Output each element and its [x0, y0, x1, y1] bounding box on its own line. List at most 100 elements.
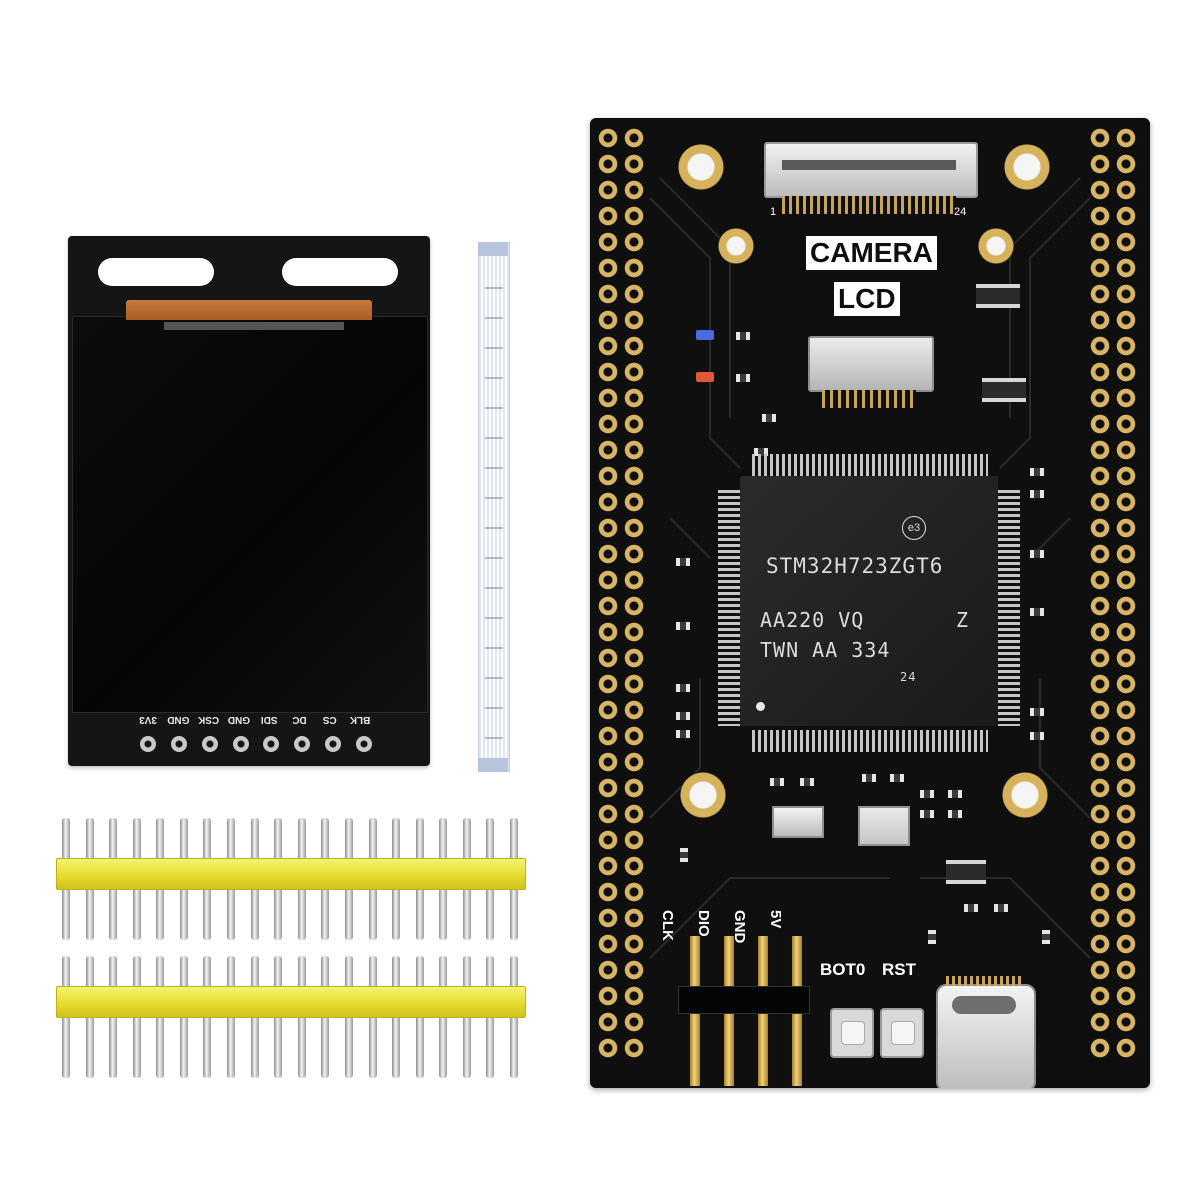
gpio-pad: [598, 128, 618, 148]
gpio-pad: [1090, 466, 1110, 486]
gpio-pad: [1090, 544, 1110, 564]
smd-capacitor: [1030, 550, 1044, 558]
gpio-pad: [624, 206, 644, 226]
gpio-pad: [598, 518, 618, 538]
gpio-pad: [1090, 414, 1110, 434]
gpio-pad: [1116, 310, 1136, 330]
gpio-pad: [1090, 882, 1110, 902]
gpio-pad: [598, 232, 618, 252]
camera-fpc-connector: [764, 136, 978, 218]
gpio-pad: [1116, 778, 1136, 798]
smd-resistor: [736, 332, 750, 340]
mounting-hole: [1004, 144, 1050, 190]
gpio-pad: [1090, 492, 1110, 512]
mcu-part-number: STM32H723ZGT6: [766, 554, 944, 578]
gpio-pad: [624, 934, 644, 954]
gpio-pad: [598, 648, 618, 668]
gpio-pad: [1116, 362, 1136, 382]
gpio-pad: [598, 414, 618, 434]
gpio-pad: [598, 700, 618, 720]
gpio-column-left-outer: [598, 128, 618, 1058]
stm32-mcu-chip: e3 STM32H723ZGT6 AA220 VQ Z TWN AA 334 2…: [740, 476, 998, 726]
smd-capacitor: [948, 790, 962, 798]
gpio-pad: [1090, 778, 1110, 798]
reset-button[interactable]: [880, 1008, 924, 1058]
camera-label: CAMERA: [806, 236, 937, 270]
gpio-pad: [624, 544, 644, 564]
gpio-pad: [1090, 934, 1110, 954]
gpio-pad: [598, 544, 618, 564]
boot-button[interactable]: [830, 1008, 874, 1058]
mcu-e3-logo: e3: [902, 516, 926, 540]
usb-c-pins: [946, 976, 1022, 986]
gpio-pad: [1090, 908, 1110, 928]
gpio-pad: [1090, 596, 1110, 616]
gpio-pad: [598, 336, 618, 356]
lcd-pin-label: CS: [322, 714, 337, 725]
smd-capacitor: [676, 622, 690, 630]
mounting-hole: [1002, 772, 1048, 818]
smd-capacitor: [890, 774, 904, 782]
gpio-pad: [624, 804, 644, 824]
gpio-pad: [1090, 154, 1110, 174]
gpio-pad: [1116, 596, 1136, 616]
gpio-pad: [1090, 804, 1110, 824]
gpio-pad: [1090, 518, 1110, 538]
gpio-pad: [1116, 544, 1136, 564]
gpio-pad: [1090, 258, 1110, 278]
reset-button-label: RST: [882, 960, 916, 979]
gpio-pad: [624, 388, 644, 408]
mounting-hole: [678, 144, 724, 190]
smd-capacitor: [1030, 490, 1044, 498]
lcd-flex-cable: [126, 300, 372, 320]
usb-c-opening: [952, 996, 1016, 1014]
gpio-pad: [624, 648, 644, 668]
smd-capacitor: [800, 778, 814, 786]
lcd-display-module: BLK CS DC SDI GND CSK GND 3V3: [68, 236, 430, 766]
gpio-pad: [1116, 180, 1136, 200]
mounting-hole-small: [978, 228, 1014, 264]
gpio-pad: [624, 128, 644, 148]
gpio-pad: [598, 908, 618, 928]
lcd-pin-label: SDI: [260, 714, 278, 725]
gpio-pad: [1116, 856, 1136, 876]
gpio-pad: [598, 674, 618, 694]
smd-capacitor: [920, 810, 934, 818]
gpio-column-right-outer: [1116, 128, 1136, 1058]
lcd-pad: [355, 736, 372, 752]
gpio-pad: [1116, 232, 1136, 252]
gpio-pad: [1090, 128, 1110, 148]
ffc-ribbon-cable: [478, 242, 510, 772]
smd-capacitor: [676, 684, 690, 692]
gpio-pad: [624, 856, 644, 876]
smd-capacitor: [770, 778, 784, 786]
gpio-pad: [1116, 648, 1136, 668]
gpio-pad: [598, 596, 618, 616]
gpio-pad: [624, 570, 644, 590]
smd-capacitor: [862, 774, 876, 782]
gpio-pad: [624, 830, 644, 850]
gpio-pad: [1090, 700, 1110, 720]
lcd-pad: [325, 736, 342, 752]
smd-component: [680, 848, 688, 862]
gpio-pad: [624, 362, 644, 382]
gpio-pad: [1116, 960, 1136, 980]
usb-c-port[interactable]: [936, 976, 1036, 1088]
gpio-pad: [1116, 752, 1136, 772]
gpio-pad: [1116, 284, 1136, 304]
gpio-pad: [624, 596, 644, 616]
gpio-pad: [624, 336, 644, 356]
swd-label-5v: 5V: [767, 910, 784, 929]
voltage-regulator: [946, 860, 986, 884]
mcu-lot-line-2: TWN AA 334: [760, 638, 891, 662]
gpio-pad: [1090, 986, 1110, 1006]
gpio-pad: [624, 154, 644, 174]
trace: [920, 877, 1091, 959]
smd-component: [994, 904, 1008, 912]
gpio-pad: [624, 986, 644, 1006]
gpio-pad: [1116, 1012, 1136, 1032]
gpio-pad: [1090, 1012, 1110, 1032]
gpio-pad: [624, 752, 644, 772]
gpio-pad: [1116, 258, 1136, 278]
swd-label-clk: CLK: [659, 910, 676, 941]
